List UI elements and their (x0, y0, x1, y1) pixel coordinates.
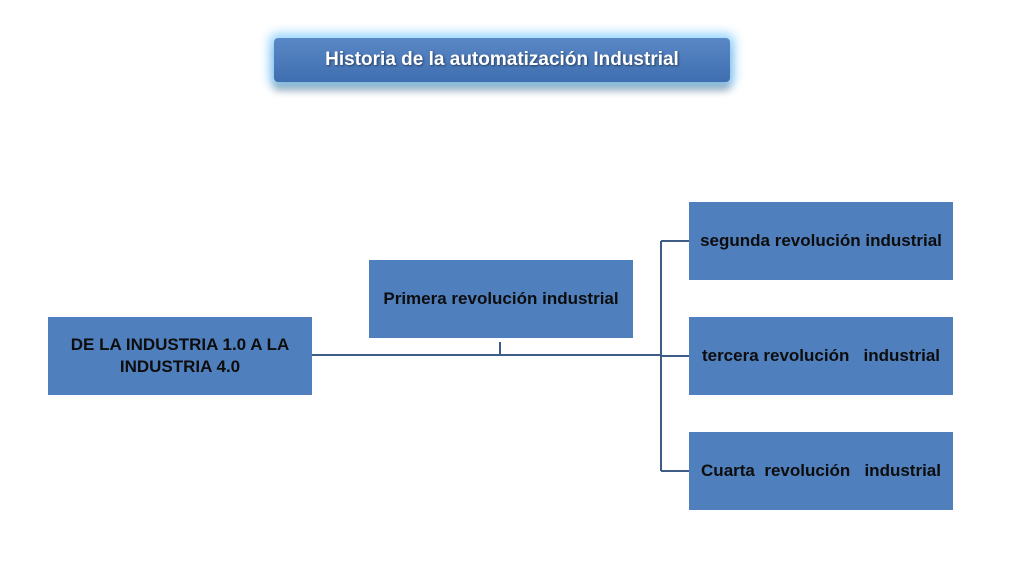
root-node-label: DE LA INDUSTRIA 1.0 A LA INDUSTRIA 4.0 (70, 335, 290, 376)
node-segunda-label: segunda revolución industrial (700, 231, 942, 250)
node-cuarta-revolucion: Cuarta revolución industrial (689, 432, 953, 510)
node-primera-revolucion: Primera revolución industrial (369, 260, 633, 338)
node-cuarta-label: Cuarta revolución industrial (701, 461, 941, 480)
root-node: DE LA INDUSTRIA 1.0 A LA INDUSTRIA 4.0 (48, 317, 312, 395)
node-primera-label: Primera revolución industrial (383, 289, 619, 308)
node-tercera-label: tercera revolución industrial (701, 346, 941, 365)
title-banner: Historia de la automatización Industrial (274, 38, 730, 82)
page-title: Historia de la automatización Industrial (325, 49, 679, 70)
node-tercera-revolucion: tercera revolución industrial (689, 317, 953, 395)
node-segunda-revolucion: segunda revolución industrial (689, 202, 953, 280)
